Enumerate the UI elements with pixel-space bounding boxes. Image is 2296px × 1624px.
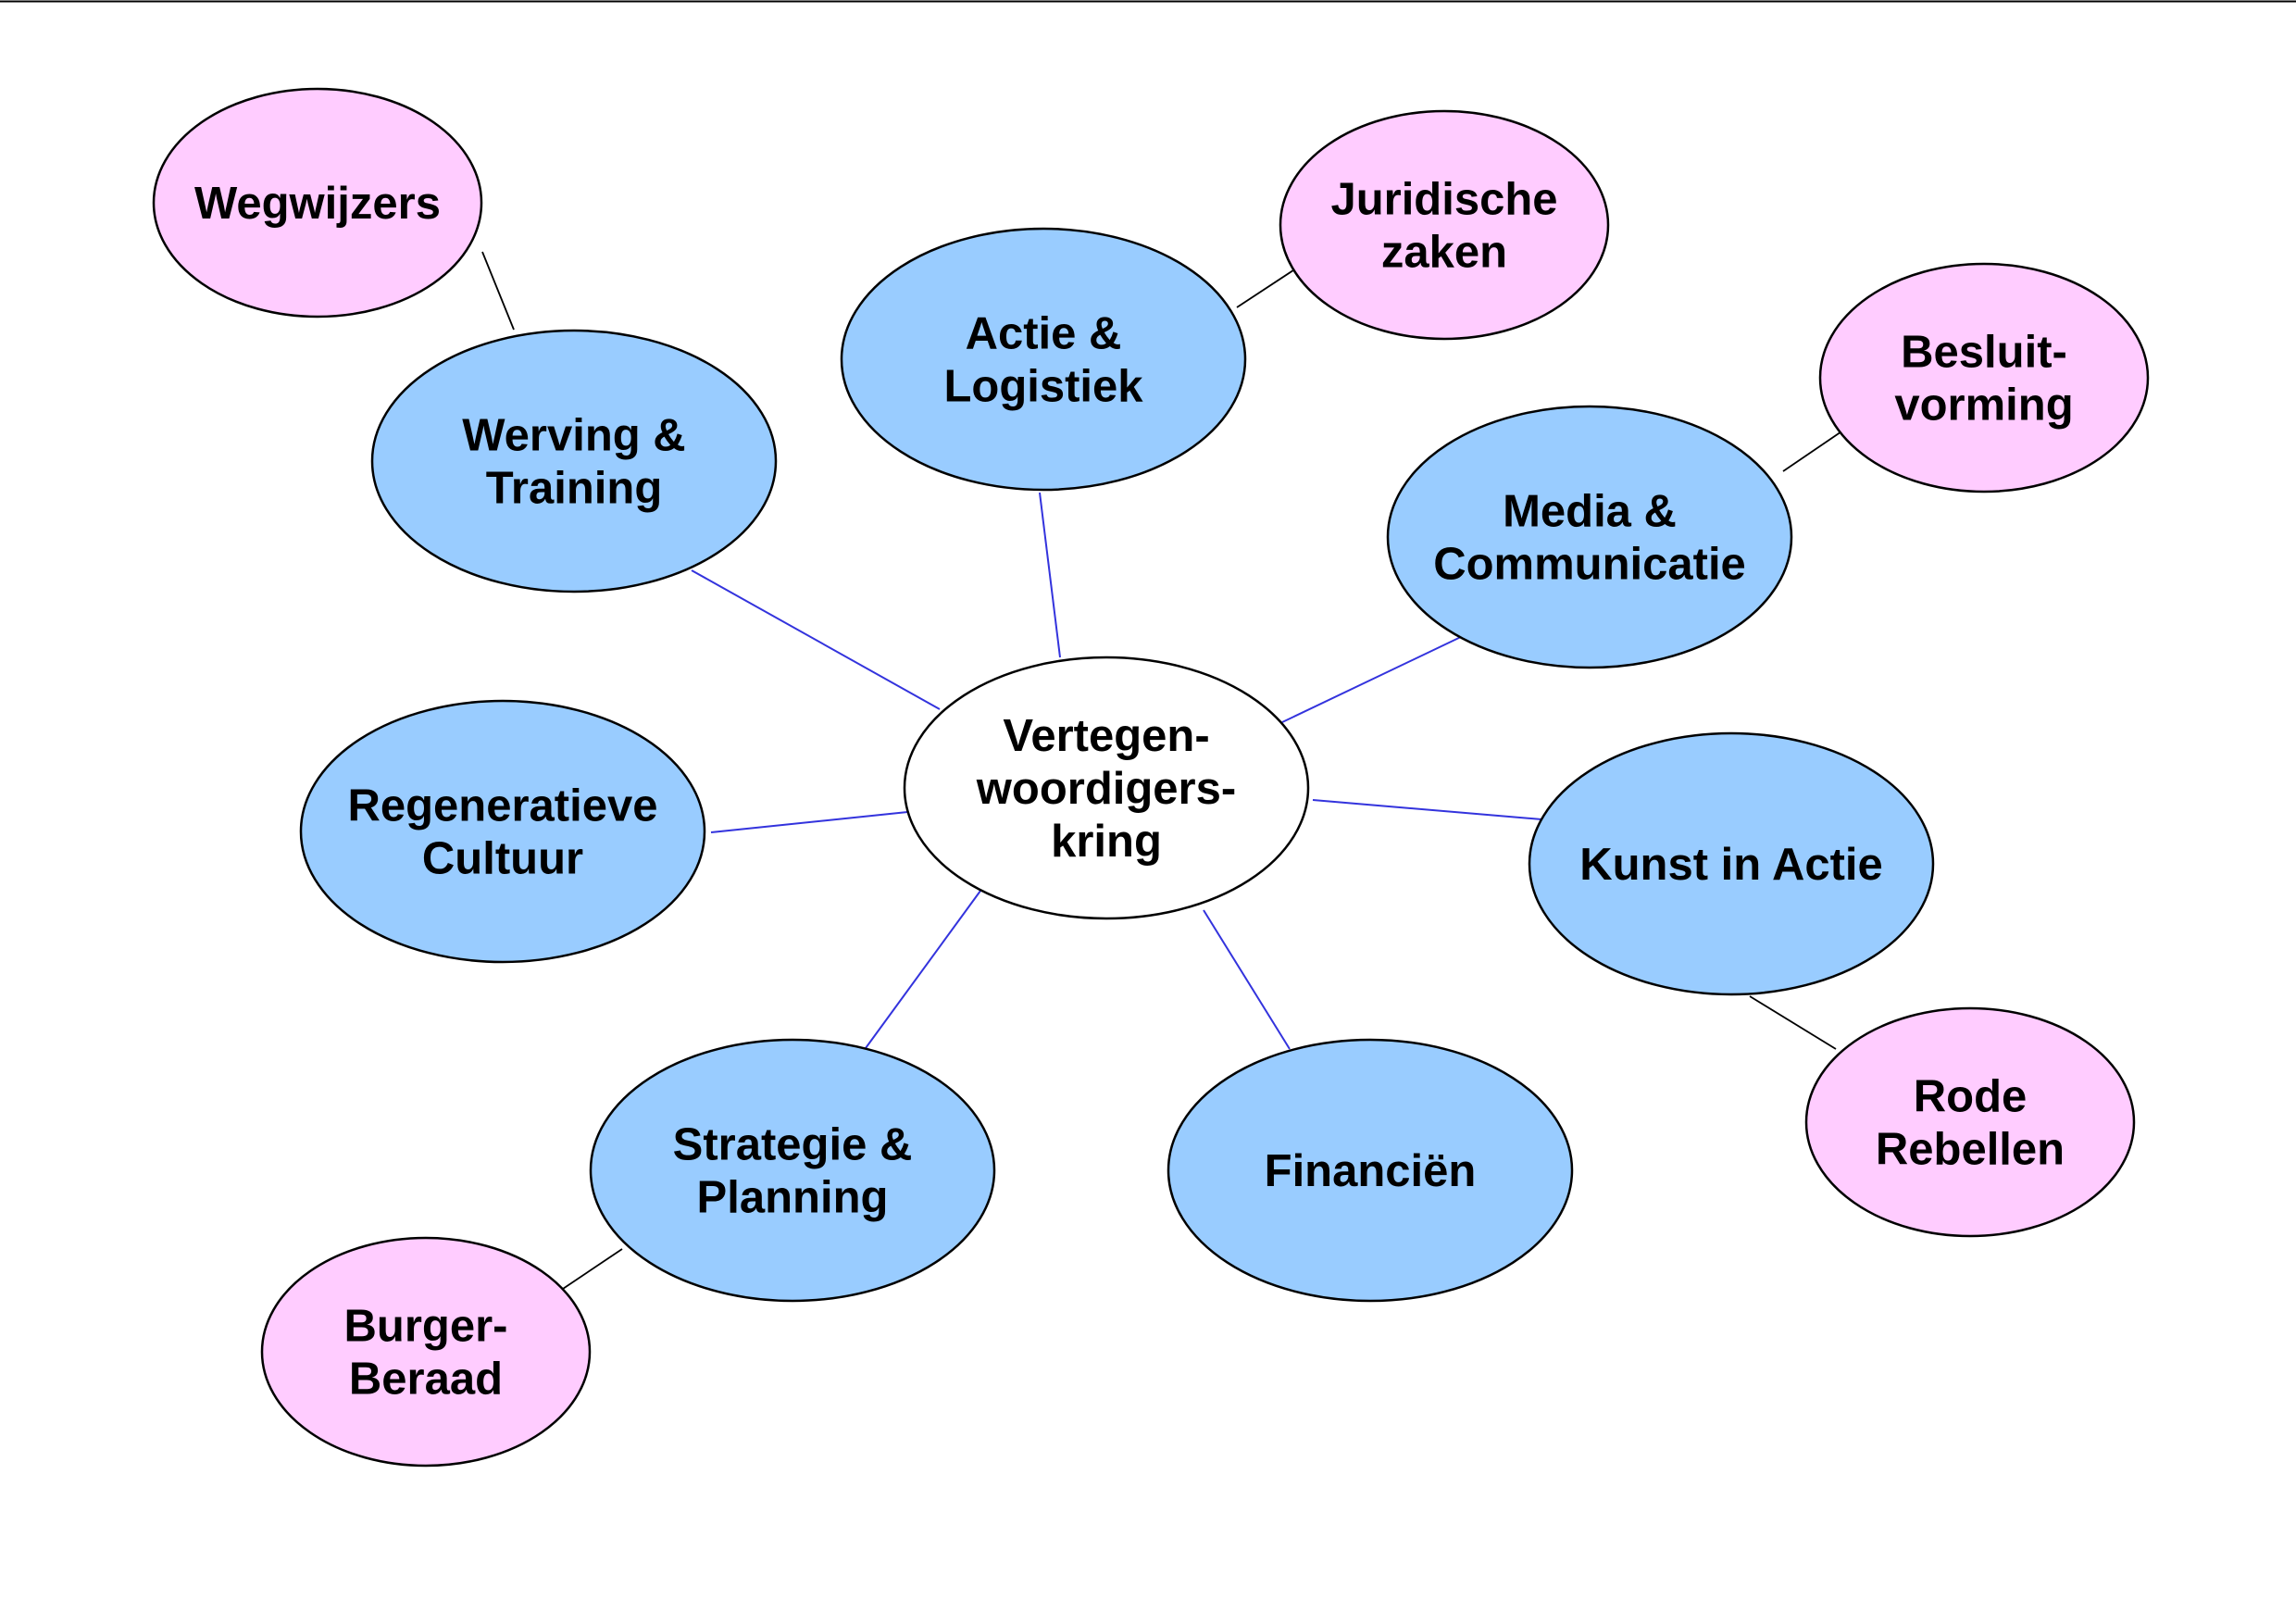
node-actie-label-line: Logistiek [943,362,1143,412]
node-actie-ellipse [840,227,1247,492]
node-werving-label: Werving &Training [462,411,685,514]
connector-center-actie [1039,492,1061,658]
node-rode-label-line: Rode [1914,1072,2028,1122]
node-juridische-label-line: Juridische [1330,175,1557,225]
node-burger-label: Burger-Beraad [344,1302,508,1405]
node-burger-label-line: Burger- [344,1302,508,1352]
node-rode-ellipse [1804,1006,2136,1238]
node-werving-label-line: Training [486,464,663,514]
node-besluit-label-line: Besluit- [1901,328,2067,378]
node-strategie-label: Strategie &Planning [673,1120,913,1223]
node-regeneratieve-label-line: Regeneratieve [347,781,657,831]
connections [481,251,1851,1292]
node-financien[interactable]: Financiën [1167,1038,1574,1303]
node-wegwijzers[interactable]: Wegwijzers [152,87,483,319]
node-kunst[interactable]: Kunst in Actie [1528,731,1935,996]
connector-center-regeneratieve [710,810,917,833]
connector-center-media [1281,634,1466,723]
node-media-ellipse [1386,405,1793,669]
node-media-label-line: Communicatie [1433,540,1746,590]
node-juridische-label-line: zaken [1381,228,1507,278]
connector-center-kunst [1312,799,1554,821]
node-besluit-label: Besluit-vorming [1894,328,2073,431]
node-center-ellipse [903,656,1310,920]
node-strategie[interactable]: Strategie &Planning [589,1038,996,1303]
node-kunst-label-line: Kunst in Actie [1579,840,1883,890]
connector-media-besluit [1782,425,1851,472]
connector-center-werving [691,569,941,710]
node-werving-ellipse [370,329,778,593]
node-wegwijzers-ellipse [152,87,483,319]
node-center-label-line: kring [1051,817,1162,867]
node-media-label: Media &Communicatie [1433,487,1746,590]
node-strategie-label-line: Strategie & [673,1120,913,1170]
node-media-label-line: Media & [1503,487,1677,537]
node-regeneratieve-ellipse [299,699,706,964]
connector-werving-wegwijzers [481,251,515,331]
node-werving[interactable]: Werving &Training [370,329,778,593]
node-media[interactable]: Media &Communicatie [1386,405,1793,669]
node-actie-label-line: Actie & [966,309,1122,359]
node-juridische-ellipse [1279,109,1610,341]
node-werving-label-line: Werving & [462,411,685,461]
node-kunst-ellipse [1528,731,1935,996]
node-wegwijzers-label-line: Wegwijzers [194,179,441,229]
nodes: Vertegen-woordigers-kring Werving &Traini… [152,87,2150,1468]
connector-actie-juridische [1236,264,1303,308]
node-strategie-ellipse [589,1038,996,1303]
node-kunst-label: Kunst in Actie [1579,840,1883,890]
node-burger-label-line: Beraad [349,1355,503,1405]
connector-center-financien [1203,909,1291,1050]
node-rode-label-line: Rebellen [1876,1125,2065,1175]
node-center-label: Vertegen-woordigers-kring [976,711,1236,867]
node-burger[interactable]: Burger-Beraad [260,1236,592,1468]
node-financien-ellipse [1167,1038,1574,1303]
connector-center-strategie [865,886,984,1049]
node-actie-label: Actie &Logistiek [943,309,1143,412]
node-actie[interactable]: Actie &Logistiek [840,227,1247,492]
connector-kunst-rode [1749,995,1837,1050]
node-financien-label-line: Financiën [1265,1146,1477,1196]
node-besluit-ellipse [1818,262,2150,493]
node-wegwijzers-label: Wegwijzers [194,179,441,229]
node-center-label-line: Vertegen- [1003,711,1209,761]
connector-strategie-burger [559,1248,623,1292]
node-financien-label: Financiën [1265,1146,1477,1196]
node-center-label-line: woordigers- [976,764,1236,814]
node-burger-ellipse [260,1236,592,1468]
node-besluit[interactable]: Besluit-vorming [1818,262,2150,493]
node-center[interactable]: Vertegen-woordigers-kring [903,656,1310,920]
node-besluit-label-line: vorming [1894,381,2073,431]
node-regeneratieve-label-line: Cultuur [422,834,583,884]
node-strategie-label-line: Planning [697,1173,889,1223]
